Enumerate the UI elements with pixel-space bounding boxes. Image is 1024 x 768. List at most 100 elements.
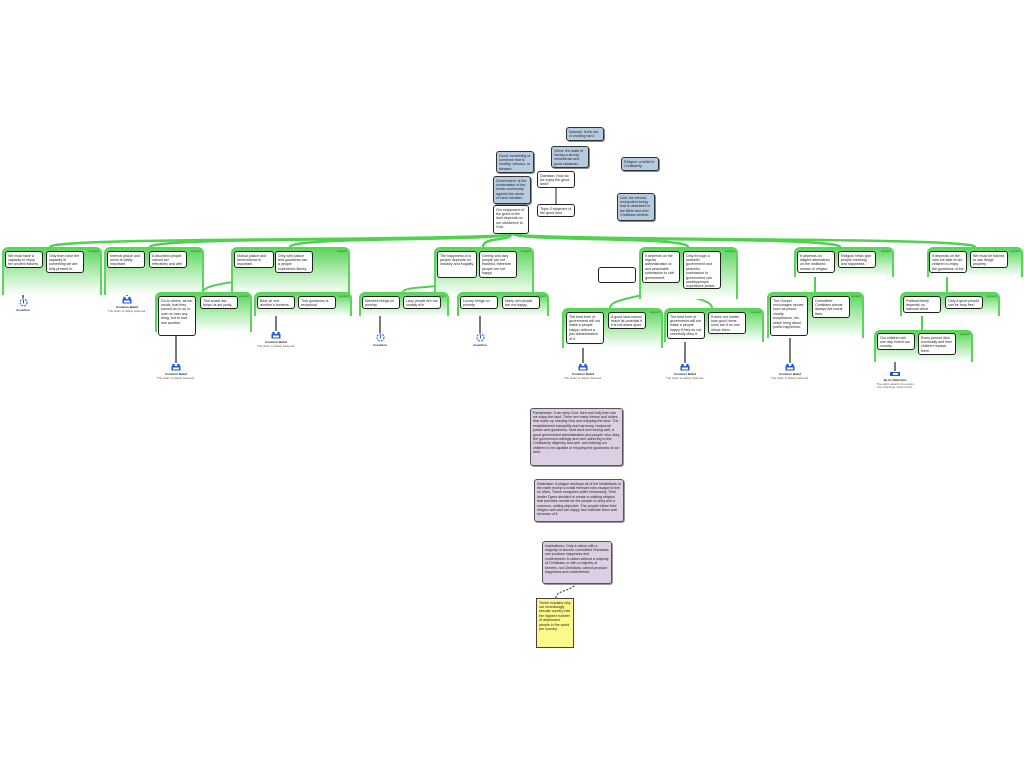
support-label: support xyxy=(338,294,349,298)
claim-box-r6b[interactable]: Religion helps give people meaning and h… xyxy=(838,251,876,268)
basis-description: The claim is widely believed. xyxy=(665,375,704,380)
claim-box-r3e[interactable]: Bear ye one another's burdens. xyxy=(257,296,295,309)
common-belief-icon xyxy=(785,363,795,371)
support-label: support xyxy=(238,294,249,298)
basis-title: Common Belief xyxy=(264,340,287,344)
claim-box-r5d[interactable]: A good idea cannot reach its potential i… xyxy=(608,312,646,329)
definition-box-def-religion[interactable]: Religion: a belief in Christianity. xyxy=(621,157,659,171)
claim-box-r2a[interactable]: Internal peace and union is vitally impo… xyxy=(107,251,145,268)
claim-box-r1b[interactable]: Only then have the capacity of something… xyxy=(46,251,84,273)
basis-description: The claim asserts true given the meaning… xyxy=(876,381,914,390)
basis-title: By its Definition xyxy=(883,378,907,382)
definition-icon xyxy=(890,372,900,376)
basis-description: The claim is widely believed. xyxy=(156,375,195,380)
connector xyxy=(510,231,977,249)
common-belief-icon xyxy=(122,296,132,304)
claim-box-r6a[interactable]: It depends on diligent attendance on the… xyxy=(797,251,835,273)
basis-description: The claim is widely believed. xyxy=(770,375,809,380)
claim-box-r7c[interactable]: Political liberty depends on national vi… xyxy=(903,296,941,313)
basis-title: Common Belief xyxy=(164,372,187,376)
definition-box-def-virtue[interactable]: Virtue: the state of having a strong min… xyxy=(551,146,589,168)
claim-box-r5f[interactable]: It does not matter how good home rules a… xyxy=(708,312,746,334)
basis-description: The claim is widely believed. xyxy=(563,375,602,380)
definition-box-def-good[interactable]: Good: something or someone that is healt… xyxy=(496,151,534,173)
common-belief-icon xyxy=(271,331,281,339)
claim-box-r4e[interactable]: Luxury brings on poverty. xyxy=(460,296,498,309)
connector xyxy=(555,583,577,599)
support-label: support xyxy=(535,294,546,298)
claim-box-r4a[interactable]: The happiness of a people depends on ind… xyxy=(437,251,477,278)
claim-box-r4b[interactable]: Greedy and lazy people are not thankful,… xyxy=(479,251,517,278)
support-label: support xyxy=(336,249,347,253)
basis-title: Assertion xyxy=(473,343,487,347)
basis-assertion[interactable]: Assertion xyxy=(460,333,500,348)
claim-box-r4d[interactable]: Lazy people are not usually rich. xyxy=(403,296,441,309)
common-belief-icon xyxy=(171,363,181,371)
support-label: support xyxy=(520,249,531,253)
support-label: support xyxy=(649,310,660,314)
claim-box-question[interactable]: Question: How do we enjoy the good land? xyxy=(537,171,575,188)
claim-box-r7a[interactable]: It depends on the care we take of our ch… xyxy=(929,251,967,273)
common-belief-icon xyxy=(680,363,690,371)
common-belief-icon xyxy=(578,363,588,371)
claim-box-r2b[interactable]: A disunited people cannot act effectivel… xyxy=(149,251,187,268)
claim-box-r4c[interactable]: Idleness brings on poverty. xyxy=(362,296,400,309)
claim-box-r7b[interactable]: We must be trained to use things properl… xyxy=(970,251,1008,268)
definition-box-def-industry[interactable]: Industry: is the act of working hard. xyxy=(566,127,604,141)
claim-box-r4f[interactable]: Many rich people are not happy. xyxy=(502,296,540,309)
claim-box-r3f[interactable]: True goodness is reciprocal. xyxy=(298,296,336,309)
claim-box-r5a[interactable]: It depends on the regular administration… xyxy=(642,251,680,283)
claim-box-r1a[interactable]: We must have a capacity to enjoy the anc… xyxy=(5,251,43,268)
assertion-icon xyxy=(376,333,384,342)
connector xyxy=(481,232,514,248)
support-label: support xyxy=(986,294,997,298)
connector xyxy=(288,231,514,249)
support-label: support xyxy=(1009,249,1020,253)
basis-title: Common Belief xyxy=(778,372,801,376)
definition-box-def-god[interactable]: God: the eternal, omnipotent being that … xyxy=(617,193,655,221)
claim-box-r3a[interactable]: Mutual justice and benevolence is import… xyxy=(234,251,274,268)
claim-box-main[interactable]: Our enjoyment of the good of the land de… xyxy=(493,205,529,234)
support-label: support xyxy=(880,249,891,253)
definition-box-def-government[interactable]: Government: is the combination of the wh… xyxy=(493,176,531,204)
note-box-paraphrase[interactable]: Paraphrase: If we obey God, then and onl… xyxy=(530,408,623,466)
support-label: support xyxy=(724,249,735,253)
claim-box-r5e[interactable]: The best form of government will not mak… xyxy=(667,312,705,339)
basis-description: The claim is widely believed. xyxy=(256,343,295,348)
note-box-implications[interactable]: Implications: Only a nation with a major… xyxy=(542,541,612,584)
basis-title: Assertion xyxy=(16,308,30,312)
support-label: support xyxy=(750,310,761,314)
claim-box-empty[interactable] xyxy=(598,267,636,283)
sticky-note-yellow-note[interactable]: These explains why our increasingly secu… xyxy=(536,598,574,648)
claim-box-r5b[interactable]: Only through a peaceful government and p… xyxy=(683,251,721,289)
claim-box-r6c[interactable]: The Gospel encourages virtues such as pe… xyxy=(770,296,808,336)
claim-box-r3d[interactable]: This social law helps us act justly. xyxy=(200,296,238,309)
claim-box-r5c[interactable]: The best form of government will not mak… xyxy=(566,312,604,344)
claim-box-r3b[interactable]: Only with justice and goodness can a peo… xyxy=(275,251,313,273)
basis-title: Common Belief xyxy=(115,305,138,309)
assertion-icon xyxy=(476,333,484,342)
claim-box-r6d[interactable]: Committed Christians almost always live … xyxy=(812,296,850,318)
claim-box-r3c[interactable]: Do to others, as we would, that they sho… xyxy=(158,296,196,336)
support-label: support xyxy=(850,294,861,298)
claim-box-r7e[interactable]: Our children will one day inherit our co… xyxy=(877,333,915,350)
support-label: support xyxy=(959,332,970,336)
claim-box-r7d[interactable]: Only a good people can be truly free. xyxy=(945,296,983,309)
claim-box-topic[interactable]: Topic: Enjoyment of the good land xyxy=(537,204,575,217)
note-box-illustration[interactable]: Illustration: A plague destroys all of t… xyxy=(534,479,624,522)
support-label: support xyxy=(88,249,99,253)
basis-assertion[interactable]: Assertion xyxy=(3,298,43,313)
basis-assertion[interactable]: Assertion xyxy=(360,333,400,348)
basis-title: Assertion xyxy=(373,343,387,347)
support-label: support xyxy=(190,249,201,253)
claim-box-r7f[interactable]: Every person dies eventually and their c… xyxy=(918,333,956,355)
basis-title: Common Belief xyxy=(571,372,594,376)
